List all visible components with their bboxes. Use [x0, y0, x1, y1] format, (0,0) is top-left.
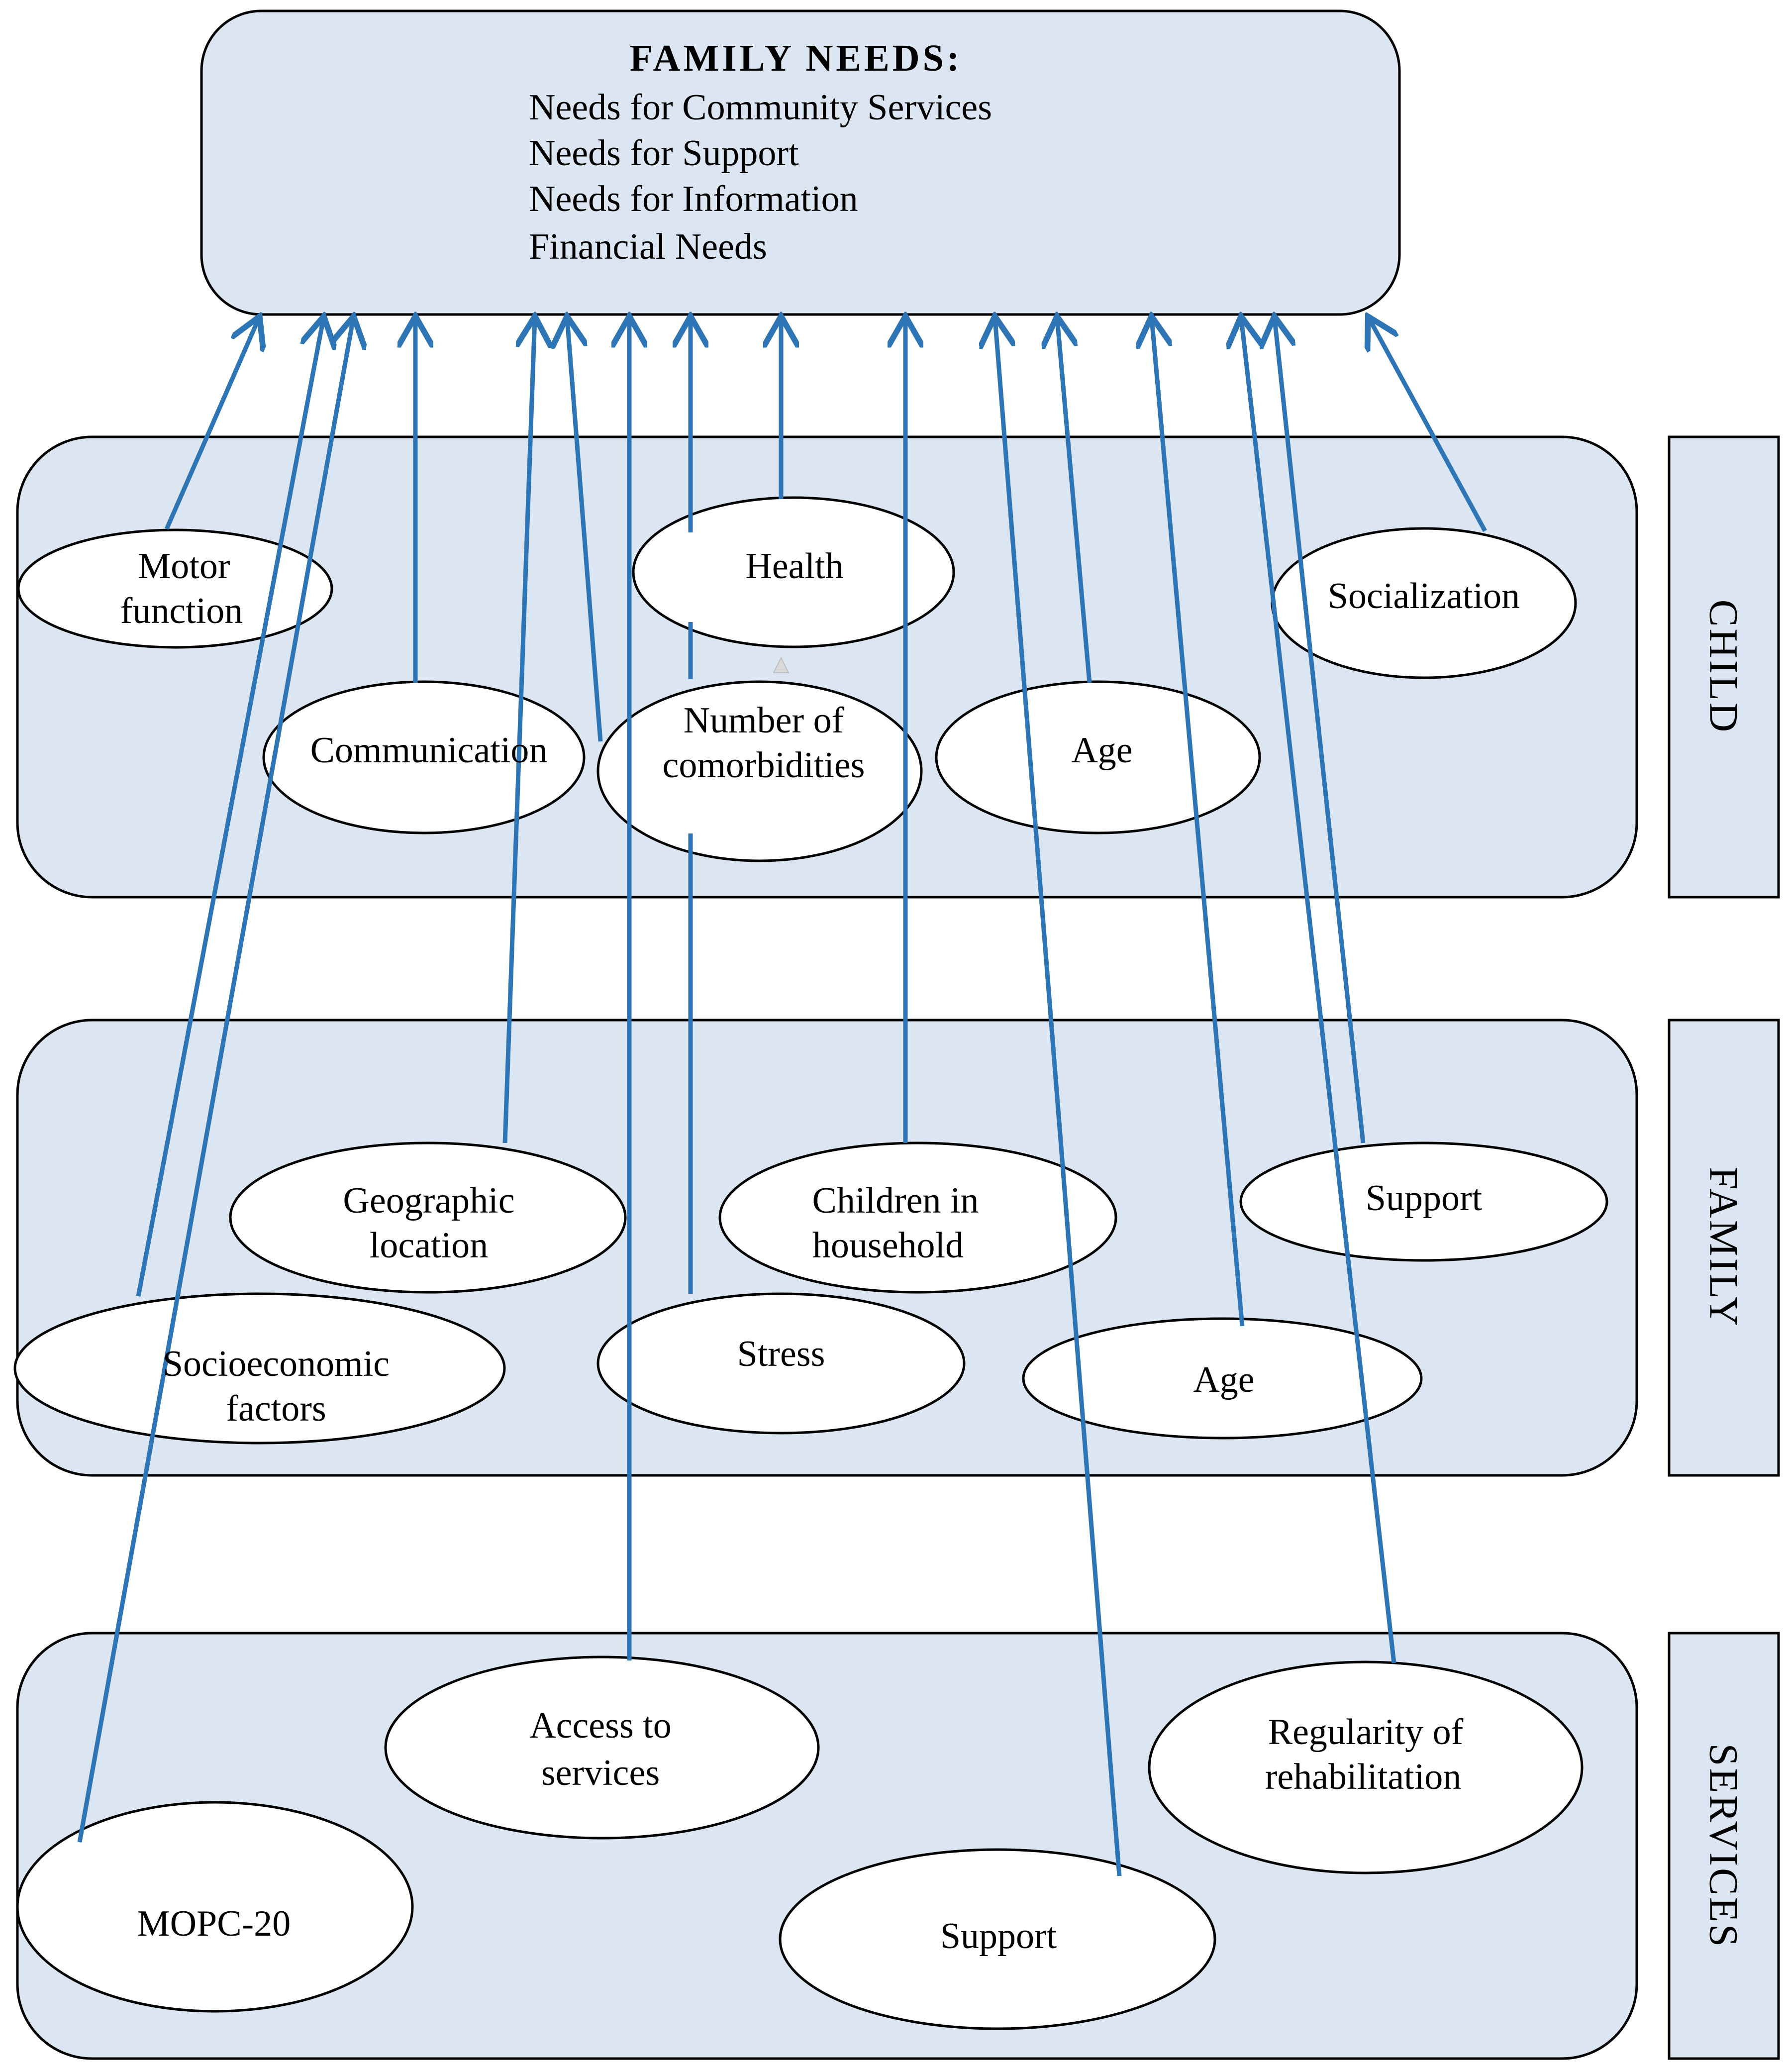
node-family-support: [1239, 1141, 1608, 1262]
label-geographic-location-2: location: [370, 1225, 488, 1266]
node-stress: [596, 1292, 966, 1435]
node-health: [632, 496, 955, 648]
child-label: CHILD: [1701, 600, 1747, 734]
label-children-in-household-2: household: [812, 1225, 964, 1266]
family-needs-box: [200, 9, 1401, 316]
arrow-socioeconomic-factors: [136, 318, 323, 1297]
label-socioeconomic-factors-1: Socioeconomic: [163, 1344, 390, 1384]
arrow-regularity-of-rehabilitation: [1241, 318, 1396, 1663]
need-financial: Financial Needs: [529, 226, 767, 267]
family-label-box: [1668, 1019, 1780, 1477]
arrow-services-support: [995, 318, 1122, 1876]
arrow-motor-function: [164, 318, 259, 530]
label-motor-function-2: function: [120, 591, 243, 631]
label-geographic-location-1: Geographic: [343, 1180, 514, 1221]
node-access-to-services: [384, 1656, 820, 1840]
services-label: SERVICES: [1701, 1744, 1747, 1949]
child-label-box: [1668, 435, 1780, 899]
label-family-support: Support: [1366, 1178, 1483, 1219]
grey-triangle-mark: [773, 656, 790, 673]
label-communication: Communication: [310, 730, 548, 771]
label-motor-function-1: Motor: [138, 546, 230, 587]
arrow-socialization: [1369, 318, 1487, 532]
label-access-to-services-1: Access to: [529, 1705, 672, 1746]
label-stress: Stress: [737, 1334, 825, 1374]
arrow-mopc-20: [77, 318, 353, 1843]
node-regularity-of-rehabilitation: [1148, 1660, 1584, 1874]
label-services-support: Support: [940, 1916, 1057, 1957]
label-family-age: Age: [1193, 1359, 1254, 1400]
label-regularity-of-rehabilitation-1: Regularity of: [1268, 1712, 1464, 1753]
arrows: [77, 318, 1487, 1876]
label-comorbidities-1: Number of: [684, 700, 844, 741]
need-support: Needs for Support: [529, 133, 799, 174]
node-children-in-household: [718, 1141, 1117, 1294]
family-needs-title: FAMILY NEEDS:: [630, 37, 962, 79]
family-label: FAMILY: [1701, 1167, 1747, 1328]
arrow-family-support: [1275, 318, 1366, 1143]
services-label-box: [1668, 1632, 1780, 2060]
node-communication: [262, 680, 586, 834]
node-comorbidities: [596, 680, 923, 862]
node-socioeconomic-factors: [13, 1292, 506, 1445]
label-socioeconomic-factors-2: factors: [226, 1388, 326, 1429]
arrow-geographic-location: [502, 318, 535, 1143]
arrow-child-age: [1057, 318, 1092, 683]
node-child-age: [935, 680, 1261, 834]
node-family-age: [1022, 1317, 1423, 1440]
node-labels: Motor function Health Socialization Comm…: [120, 546, 1520, 1957]
arrow-family-age: [1152, 318, 1245, 1327]
need-information: Needs for Information: [529, 179, 858, 219]
label-child-age: Age: [1071, 730, 1132, 771]
node-mopc-20: [16, 1801, 414, 2013]
node-services-support: [779, 1848, 1216, 2030]
label-comorbidities-2: comorbidities: [663, 745, 865, 786]
need-community-services: Needs for Community Services: [529, 87, 992, 128]
label-socialization: Socialization: [1328, 576, 1520, 617]
label-children-in-household-1: Children in: [812, 1180, 979, 1221]
label-mopc-20: MOPC-20: [137, 1903, 291, 1944]
label-access-to-services-2: services: [541, 1753, 660, 1793]
node-geographic-location: [229, 1141, 627, 1294]
label-health: Health: [745, 546, 843, 587]
node-motor-function: [17, 528, 333, 649]
arrow-comorbidities: [567, 318, 603, 742]
label-regularity-of-rehabilitation-2: rehabilitation: [1265, 1757, 1462, 1797]
